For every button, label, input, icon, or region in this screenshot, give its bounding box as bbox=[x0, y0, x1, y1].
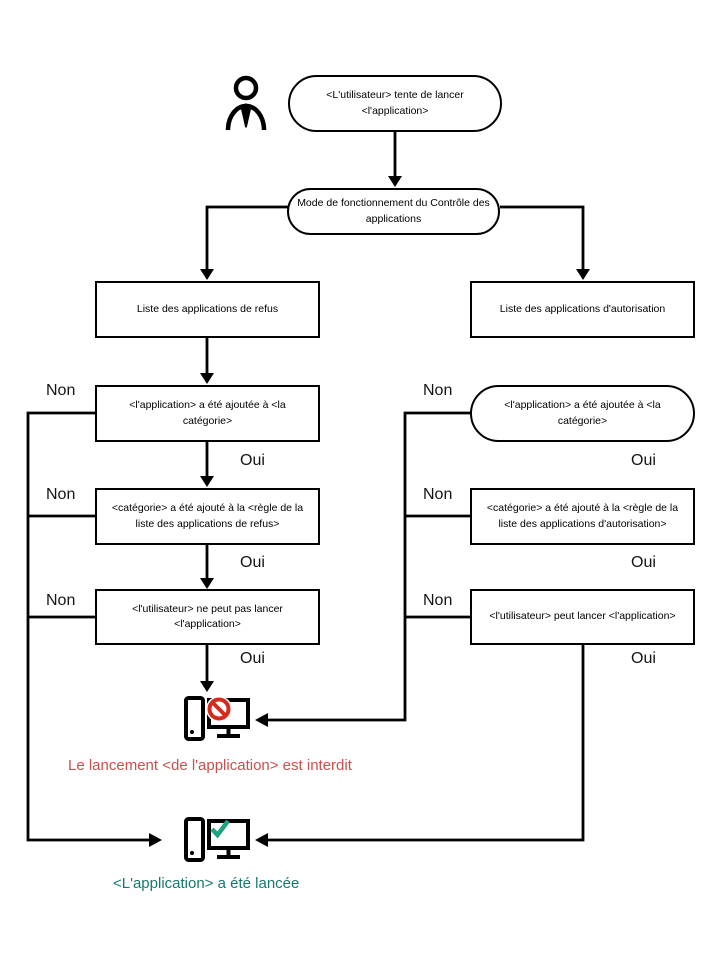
label-non-left-3: Non bbox=[46, 592, 76, 609]
node-denylist-category-check: <l'application> a été ajoutée à <la caté… bbox=[95, 385, 320, 442]
app-launched-icon bbox=[184, 817, 250, 862]
label-non-left-1: Non bbox=[46, 382, 76, 399]
label-oui-left-1: Oui bbox=[240, 452, 265, 469]
label-non-right-2: Non bbox=[423, 486, 453, 503]
node-allowlist-rule-check: <catégorie> a été ajouté à la <règle de … bbox=[470, 488, 695, 545]
label-oui-right-1: Oui bbox=[631, 452, 656, 469]
app-blocked-icon bbox=[184, 696, 250, 741]
node-control-mode: Mode de fonctionnement du Contrôle des a… bbox=[287, 188, 500, 235]
label-oui-right-2: Oui bbox=[631, 554, 656, 571]
launched-status-text: <L'application> a été lancée bbox=[113, 875, 300, 892]
node-user-can-launch: <l'utilisateur> peut lancer <l'applicati… bbox=[470, 589, 695, 645]
label-oui-right-3: Oui bbox=[631, 650, 656, 667]
node-user-launch-attempt: <L'utilisateur> tente de lancer <l'appli… bbox=[288, 75, 502, 132]
node-allowlist: Liste des applications d'autorisation bbox=[470, 281, 695, 338]
user-icon bbox=[225, 75, 267, 131]
label-oui-left-2: Oui bbox=[240, 554, 265, 571]
node-denylist-rule-check: <catégorie> a été ajouté à la <règle de … bbox=[95, 488, 320, 545]
blocked-status-text: Le lancement <de l'application> est inte… bbox=[68, 757, 352, 774]
label-oui-left-3: Oui bbox=[240, 650, 265, 667]
label-non-right-1: Non bbox=[423, 382, 453, 399]
label-non-left-2: Non bbox=[46, 486, 76, 503]
node-user-cannot-launch: <l'utilisateur> ne peut pas lancer <l'ap… bbox=[95, 589, 320, 645]
node-allowlist-category-check: <l'application> a été ajoutée à <la caté… bbox=[470, 385, 695, 442]
label-non-right-3: Non bbox=[423, 592, 453, 609]
node-denylist: Liste des applications de refus bbox=[95, 281, 320, 338]
